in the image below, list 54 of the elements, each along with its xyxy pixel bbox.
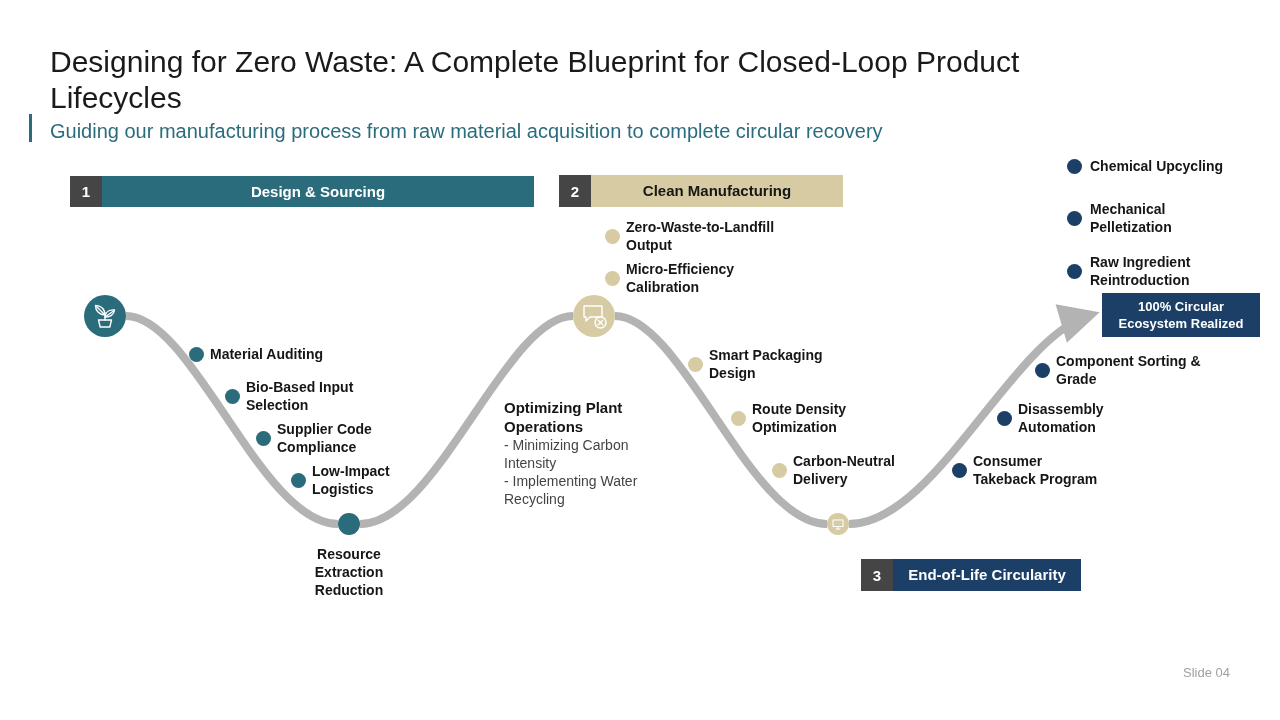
curved-line (614, 312, 828, 528)
dot-icon (338, 513, 360, 535)
dot-icon (1034, 362, 1050, 378)
step-label: Micro-Efficiency Calibration (626, 260, 736, 296)
goal-banner: 100% Circular Ecosystem Realized (1102, 293, 1260, 337)
step-label: Mechanical Pelletization (1090, 200, 1173, 236)
monitor-icon (827, 513, 849, 535)
dot-icon (1066, 158, 1082, 174)
step-label: Low-Impact Logistics (312, 462, 391, 498)
plant-icon (84, 295, 126, 337)
list-item: - Implementing Water Recycling (504, 472, 639, 508)
step-label: Route Density Optimization (752, 400, 848, 436)
list-item: - Minimizing Carbon Intensity (504, 436, 630, 472)
dot-icon (771, 462, 787, 478)
speech-bubble-icon (573, 295, 615, 337)
step-label: Disassembly Automation (1018, 400, 1105, 436)
dot-icon (996, 410, 1012, 426)
step-label: Supplier Code Compliance (277, 420, 373, 456)
dot-icon (687, 356, 703, 372)
step-label: Material Auditing (210, 345, 325, 363)
dot-icon (730, 410, 746, 426)
step-label: Chemical Upcycling (1090, 157, 1225, 175)
phase-header (559, 175, 843, 207)
dot-icon (290, 472, 306, 488)
step-label: Raw Ingredient Reintroduction (1090, 253, 1192, 289)
dot-icon (604, 228, 620, 244)
phase-title: End-of-Life Circularity (907, 565, 1067, 585)
step-label: Carbon-Neutral Delivery (793, 452, 896, 488)
slide-number: Slide 04 (1183, 665, 1230, 681)
number-badge: 1 (70, 176, 102, 207)
step-label: Smart Packaging Design (709, 346, 824, 382)
dot-icon (951, 462, 967, 478)
subtitle: Guiding our manufacturing process from raw material acquisition to complete circular recovery (50, 119, 883, 143)
step-label: Zero-Waste-to-Landfill Output (626, 218, 776, 254)
phase-header (70, 176, 534, 207)
title: Designing for Zero Waste: A Complete Blueprint for Closed-Loop Product Lifecycles (50, 44, 1021, 116)
dot-icon (224, 388, 240, 404)
phase-title: Clean Manufacturing (641, 181, 793, 201)
step-label: Bio-Based Input Selection (246, 378, 355, 414)
step-label: Component Sorting & Grade (1056, 352, 1202, 388)
number-badge: 3 (861, 559, 893, 591)
curved-line (125, 312, 339, 528)
dot-icon (1066, 210, 1082, 226)
dot-icon (255, 430, 271, 446)
dot-icon (604, 270, 620, 286)
phase-header (861, 559, 1081, 591)
step-label: Resource Extraction Reduction (313, 545, 385, 599)
phase-title: Design & Sourcing (249, 181, 387, 202)
dot-icon (188, 346, 204, 362)
text-heading: Optimizing Plant Operations (504, 398, 624, 436)
curved-line (359, 312, 574, 528)
number-badge: 2 (559, 175, 591, 207)
step-label: Consumer Takeback Program (973, 452, 1099, 488)
dot-icon (1066, 263, 1082, 279)
